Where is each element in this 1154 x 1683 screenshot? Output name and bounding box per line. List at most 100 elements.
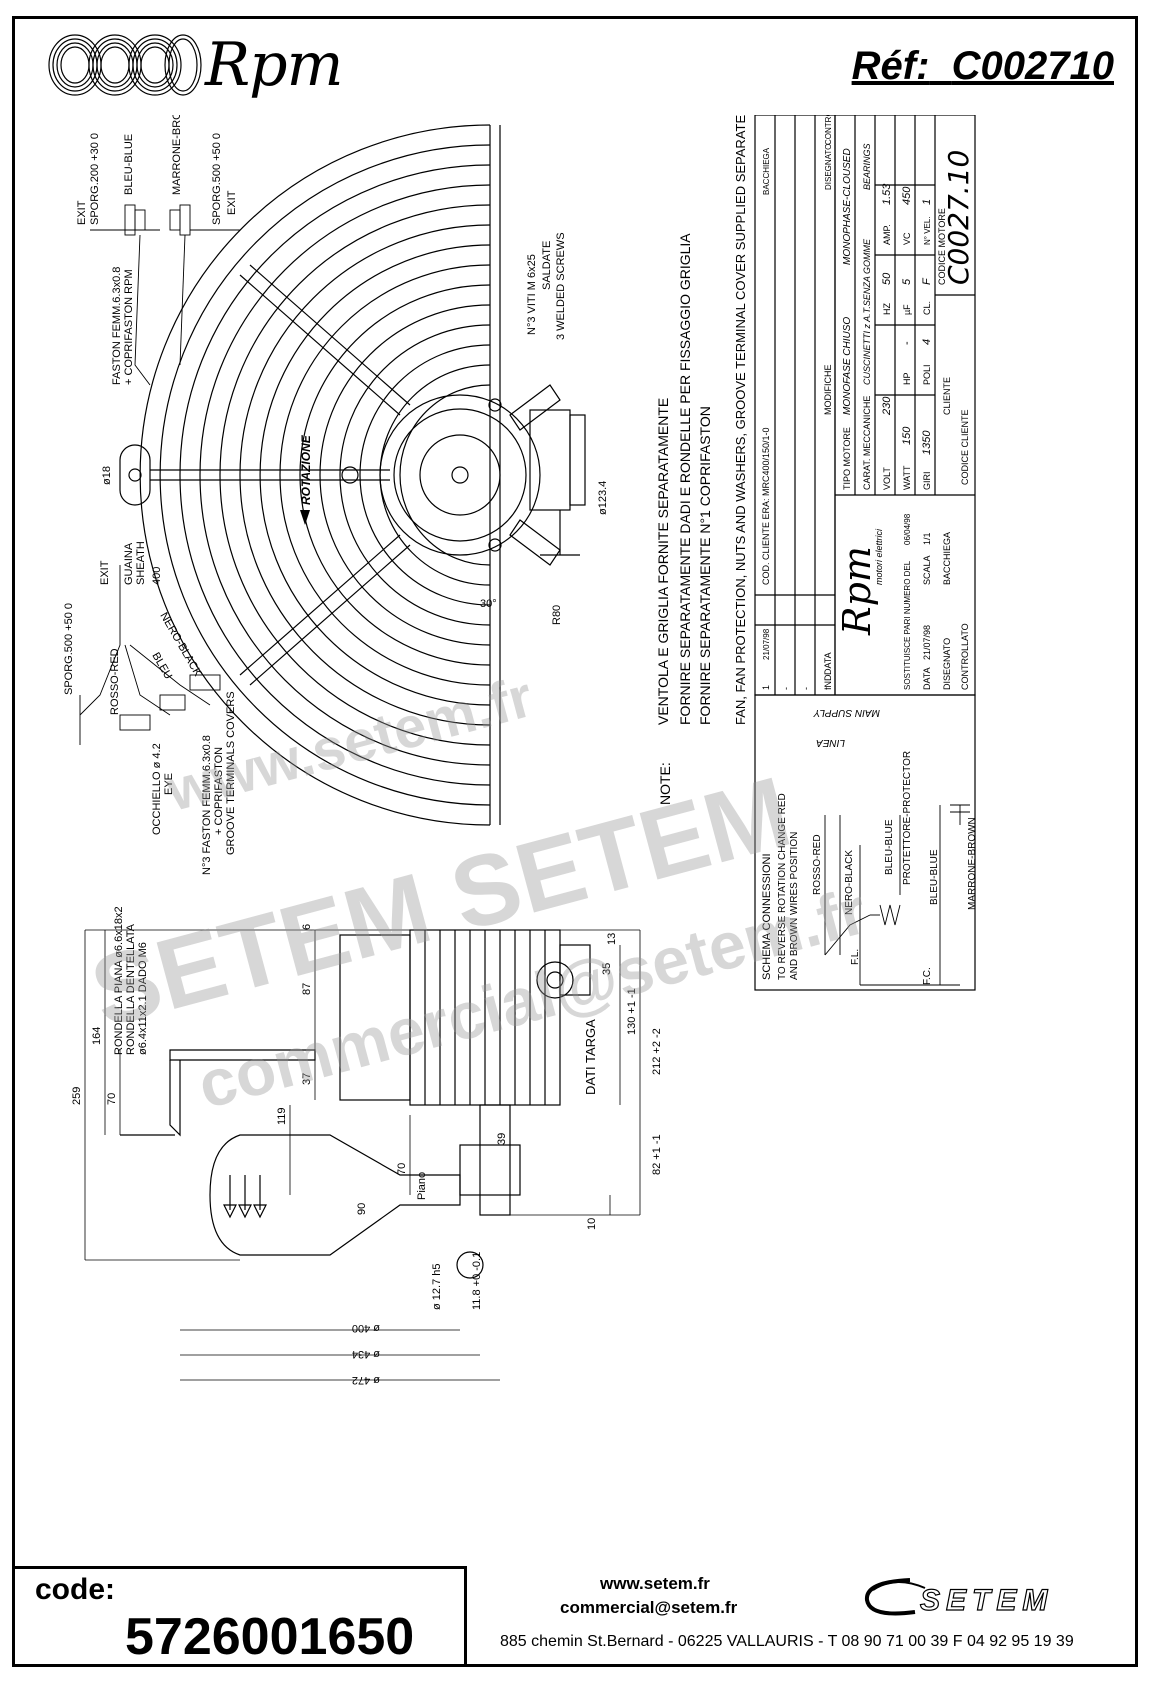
dim-d400: ø 400: [352, 1322, 380, 1334]
tb-vel-label: N° VEL.: [923, 216, 932, 245]
dati-targa-label: DATI TARGA: [583, 1019, 598, 1095]
schema-title: SCHEMA CONNESSIONI: [761, 853, 773, 980]
dim-37: 37: [301, 1073, 313, 1085]
tb-h-disegnato: DISEGNATO: [824, 144, 833, 190]
footer-email-link[interactable]: commercial@setem.fr: [560, 1598, 738, 1617]
footer-website-link[interactable]: www.setem.fr: [600, 1574, 710, 1593]
bleu-blue-label: BLEU-BLUE: [123, 134, 135, 195]
note-line-1: VENTOLA E GRIGLIA FORNITE SEPARATAMENTE: [655, 398, 671, 725]
dim-d472: ø 472: [352, 1374, 380, 1386]
coprifaston-label: + COPRIFASTON: [213, 747, 225, 835]
tb-hz-label: HZ: [882, 303, 892, 315]
tb-watt-val: 150: [901, 426, 913, 445]
dim-35: 35: [601, 963, 613, 975]
tb-tipo-en: MONOPHASE-CLOUSED: [842, 148, 853, 265]
sporg-500-label-a: SPORG.500 +50 0: [211, 133, 223, 225]
tb-h-modifiche: MODIFICHE: [823, 365, 833, 416]
dim-259: 259: [71, 1087, 83, 1105]
note-line-3: FORNIRE SEPARATAMENTE N°1 COPRIFASTON: [697, 406, 713, 725]
schema-reverse-1: TO REVERSE ROTATION CHANGE RED: [777, 793, 788, 980]
note-line-4: FAN, FAN PROTECTION, NUTS AND WASHERS, G…: [733, 115, 748, 725]
tb-sostituisce: SOSTITUISCE PARI NUMERO DEL: [903, 560, 912, 690]
exit-label-1: EXIT: [76, 200, 88, 225]
rotation-label: ROTAZIONE: [299, 434, 313, 505]
schema-bleu: BLEU-BLUE: [884, 819, 895, 875]
tb-bearings: BEARINGS: [862, 143, 872, 190]
code-label: code:: [35, 1573, 116, 1606]
coprifaston-rpm-label: + COPRIFASTON RPM: [123, 269, 135, 385]
schema-rosso: ROSSO-RED: [812, 834, 823, 895]
dim-82: 82 +1 -1: [651, 1134, 663, 1175]
dim-39: 39: [496, 1133, 508, 1145]
bleu-label: BLEU: [149, 651, 174, 682]
setem-logo-icon: SETEM: [864, 1578, 1053, 1618]
tb-rev-ind-4: -: [821, 687, 831, 690]
dim-d434: ø 434: [352, 1348, 380, 1360]
rpm-logo: Rpm: [45, 30, 375, 105]
tb-sostituisce-date: 06/04/98: [903, 513, 912, 545]
dia-18-label: ø18: [101, 466, 113, 485]
dim-164: 164: [91, 1027, 103, 1045]
tb-tipo-label: TIPO MOTORE: [842, 427, 852, 490]
code-value: 5726001650: [125, 1608, 415, 1666]
tb-controllato-label: CONTROLLATO: [960, 623, 970, 690]
motor-front-view: [341, 384, 586, 566]
tb-data-label: DATA: [922, 667, 932, 690]
technical-drawing: ROTAZIONE EXIT SPORG.200 +30 0 BLEU-BLUE…: [63, 115, 978, 1386]
tb-rev-ind-2: -: [781, 687, 791, 690]
tb-disegnato-val: BACCHIEGA: [942, 532, 952, 585]
ref-label: Réf:: [851, 44, 930, 88]
schema-protettore: PROTETTORE-PROTECTOR: [902, 751, 913, 885]
viti-label: N°3 VITI M 6x25: [526, 254, 538, 335]
marrone-brown-label: MARRONE-BROWN: [171, 115, 183, 195]
rosso-red-label: ROSSO-RED: [109, 648, 121, 715]
schema-fl: F.L.: [850, 949, 861, 965]
guaina-label: GUAINA: [123, 542, 135, 585]
rotation-arrow-icon: [300, 510, 310, 525]
dim-70b: 70: [396, 1163, 408, 1175]
setem-logo-text: SETEM: [920, 1584, 1053, 1617]
dim-12-7: ø 12.7 h5: [431, 1264, 443, 1310]
tb-cliente-label: CLIENTE: [942, 377, 952, 415]
faston-label: FASTON FEMM.6.3x0.8: [111, 267, 123, 385]
dim-70a: 70: [106, 1093, 118, 1105]
tb-poli-val: 4: [921, 339, 933, 345]
tb-tipo-val: MONOFASE CHIUSO: [842, 317, 853, 415]
tb-vc-val: 450: [901, 186, 913, 205]
faston-3-label: N°3 FASTON FEMM.6.3x0.8: [201, 735, 213, 875]
dim-13: 13: [606, 933, 618, 945]
tb-codice-motore-label: CODICE MOTORE: [937, 208, 947, 285]
schema-bleu-2: BLEU-BLUE: [929, 849, 940, 905]
drawing-frame: [12, 16, 1138, 1667]
dimension-lines: [84, 929, 641, 1381]
dim-87: 87: [301, 983, 313, 995]
dim-212: 212 +2 -2: [651, 1028, 663, 1075]
tb-h-data: DATA: [823, 652, 833, 675]
schema-marrone: MARRONE-BROWN: [967, 817, 978, 910]
dim-90: 90: [356, 1203, 368, 1215]
dim-6: 6: [301, 924, 313, 930]
schema-reverse-2: AND BROWN WIRES POSITION: [789, 832, 800, 980]
piano-label: Piano: [416, 1172, 428, 1200]
title-block-frame: [754, 115, 976, 991]
tb-uf-val: 5: [901, 278, 913, 285]
cable-leads: [79, 204, 240, 745]
eye-label: EYE: [163, 773, 175, 795]
tb-scala-label: SCALA: [922, 555, 932, 585]
sheath-label: SHEATH: [135, 541, 147, 585]
brand-name: Rpm: [205, 30, 343, 100]
tb-hz-val: 50: [881, 272, 893, 285]
tb-carat-label: CARAT. MECCANICHE: [862, 396, 872, 490]
rondella-piana-label: RONDELLA PIANA ø6.6x18x2: [113, 906, 125, 1055]
tb-brand-sub: motori elettrici: [874, 528, 884, 585]
exit-label-2: EXIT: [226, 190, 238, 215]
wiring-schema: [824, 804, 970, 986]
note-title: NOTE:: [657, 762, 673, 805]
ref-value: C002710: [951, 44, 1114, 88]
sporg-200-label: SPORG.200 +30 0: [89, 133, 101, 225]
tb-volt-val: 230: [881, 396, 893, 416]
rondella-dim-label: ø6.4x11x2.1 DADO M6: [137, 942, 149, 1055]
schema-fc: F.C.: [922, 967, 933, 985]
rpm-coil-icon: [48, 34, 202, 96]
tb-rev-date: 21/07/98: [762, 628, 771, 660]
